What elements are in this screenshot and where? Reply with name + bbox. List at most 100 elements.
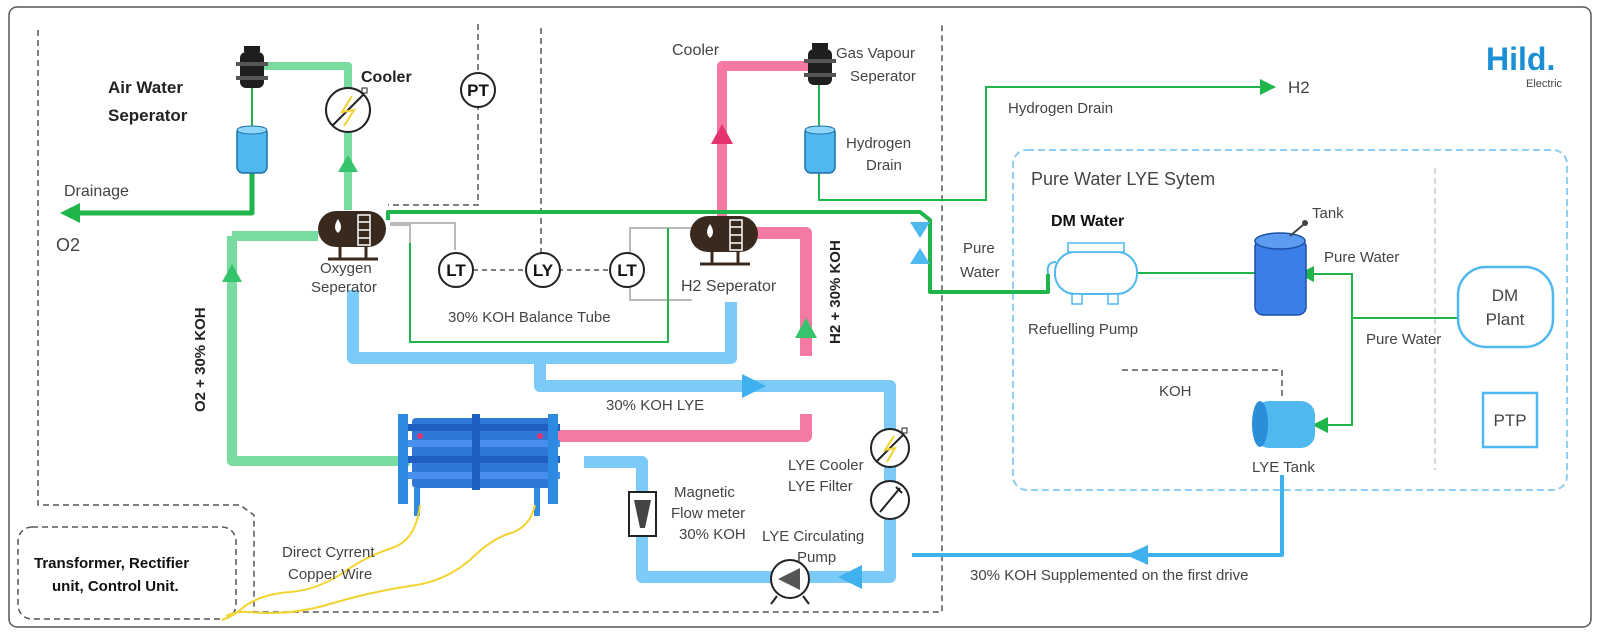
magnetic-flow-label: Magnetic xyxy=(674,484,735,501)
pure-water-feed-line xyxy=(386,210,1050,294)
lye-circulating-label-2: Pump xyxy=(797,549,836,566)
hydrogen-up-arrow xyxy=(711,124,733,144)
lye-tank-icon xyxy=(1252,401,1315,448)
lye-pipe-top xyxy=(347,290,737,364)
pure-water-tank-icon xyxy=(1254,220,1308,316)
magnetic-flow-label-2: Flow meter xyxy=(671,505,745,522)
ptp-box[interactable] xyxy=(1481,391,1539,449)
oxygen-up-arrow xyxy=(222,264,242,282)
air-water-separator-label-2: Seperator xyxy=(108,106,188,125)
outer-frame xyxy=(8,6,1592,628)
gas-vapour-separator-icon xyxy=(804,43,836,85)
pure-water-left-label: Pure xyxy=(963,240,995,257)
air-water-separator-label: Air Water xyxy=(108,78,183,97)
lye-cooler-icon xyxy=(870,427,910,468)
koh-supplement-arrow xyxy=(1126,545,1148,565)
h2-separator-label: H2 Seperator xyxy=(681,278,777,295)
pure-water-system-title: Pure Water LYE Sytem xyxy=(1031,169,1215,189)
pure-water-plant-label: Pure Water xyxy=(1366,331,1441,348)
dc-wire-label-2: Copper Wire xyxy=(288,566,372,583)
brand-logo-sub: Electric xyxy=(1526,78,1563,90)
h2-koh-label: H2 + 30% KOH xyxy=(827,240,844,344)
o2-label: O2 xyxy=(56,235,80,255)
hydrogen-drain-label-2: Drain xyxy=(866,157,902,174)
drainage-label: Drainage xyxy=(64,183,129,200)
koh-label: KOH xyxy=(1159,383,1192,400)
hydrogen-drain-label: Hydrogen xyxy=(846,135,911,152)
hydrogen-drain-tank-icon xyxy=(804,125,836,174)
lt-right-instrument: LT xyxy=(609,252,645,288)
electrolyzer-stack-icon xyxy=(398,414,560,516)
magnetic-flow-label-3: 30% KOH xyxy=(679,526,746,543)
lye-circulating-label: LYE Circulating xyxy=(762,528,864,545)
air-water-separator-icon xyxy=(236,46,268,88)
hydrogen-green-arrow xyxy=(795,318,817,338)
tank-label: Tank xyxy=(1312,205,1344,222)
grey-balance-lt-left xyxy=(390,222,456,250)
pt-label: PT xyxy=(467,81,489,100)
oxygen-separator-label-2: Seperator xyxy=(311,279,377,296)
brand-logo: Hild. xyxy=(1486,41,1555,77)
air-drain-tank-icon xyxy=(236,125,268,174)
oxygen-separator-icon xyxy=(318,211,386,261)
grey-balance-left xyxy=(390,224,411,243)
pure-water-tank-label: Pure Water xyxy=(1324,249,1399,266)
ptp-label: PTP xyxy=(1493,411,1526,430)
hydrogen-pipe-lower xyxy=(552,414,812,442)
dm-plant-box[interactable] xyxy=(1456,265,1555,349)
pure-water-lye-system-box xyxy=(1012,149,1568,491)
lt-left-instrument: LT xyxy=(438,252,474,288)
koh-dashed-line xyxy=(1122,369,1283,400)
transformer-box xyxy=(17,526,237,620)
ly-label: LY xyxy=(533,261,554,280)
h2-out-label: H2 xyxy=(1288,78,1310,97)
oxygen-cooler-label: Cooler xyxy=(361,69,412,86)
lye-cooler-label: LYE Cooler xyxy=(788,457,864,474)
lt-right-label: LT xyxy=(617,261,637,280)
gas-vapour-label-2: Seperator xyxy=(850,68,916,85)
copper-wire-left xyxy=(221,504,421,621)
hydrogen-cooler-label: Cooler xyxy=(672,42,720,59)
koh-lye-label: 30% KOH LYE xyxy=(606,397,704,414)
drainage-arrow xyxy=(60,203,80,223)
plant-to-lye-tank-line xyxy=(1312,318,1353,433)
dm-plant-label: DM xyxy=(1492,286,1518,305)
green-balance-tube xyxy=(409,228,669,343)
hydrogen-drain-out-line xyxy=(818,79,1276,201)
balance-tube-label: 30% KOH Balance Tube xyxy=(448,309,611,326)
dm-plant-label-2: Plant xyxy=(1486,310,1525,329)
pure-water-left-label-2: Water xyxy=(960,264,999,281)
oxygen-cooler-icon xyxy=(325,87,371,133)
transformer-label-2: unit, Control Unit. xyxy=(52,578,179,595)
hydrogen-pipe-down xyxy=(752,227,812,356)
lye-pipe-middle xyxy=(534,364,896,583)
pt-zone-border xyxy=(388,24,479,206)
lye-filter-label: LYE Filter xyxy=(788,478,853,495)
pt-instrument: PT xyxy=(460,72,496,108)
electrolyzer-zone-border xyxy=(37,24,943,613)
refuelling-pump-icon[interactable] xyxy=(1046,242,1138,305)
hydrogen-pipe-up xyxy=(717,61,810,218)
oxygen-separator-label: Oxygen xyxy=(320,260,372,277)
plant-to-tank-line xyxy=(1298,266,1458,319)
lye-filter-icon xyxy=(870,480,910,520)
lye-left-arrow xyxy=(838,565,862,589)
lye-circulating-pump-icon[interactable] xyxy=(770,559,810,605)
drainage-line xyxy=(75,160,255,216)
gas-vapour-label: Gas Vapour xyxy=(836,45,915,62)
dc-wire-label: Direct Cyrrent xyxy=(282,544,375,561)
hydrogen-drain-top-label: Hydrogen Drain xyxy=(1008,100,1113,117)
koh-supplement-pipe xyxy=(912,475,1284,557)
o2-koh-label: O2 + 30% KOH xyxy=(192,307,209,412)
lye-tank-label: LYE Tank xyxy=(1252,459,1315,476)
lye-right-arrow xyxy=(742,374,766,398)
copper-wire-right xyxy=(225,504,536,617)
koh-supplemented-label: 30% KOH Supplemented on the first drive xyxy=(970,567,1248,584)
refuelling-pump-label: Refuelling Pump xyxy=(1028,321,1138,338)
transformer-label: Transformer, Rectifier xyxy=(34,555,189,572)
water-valve-icon[interactable] xyxy=(910,222,930,264)
oxygen-pipe xyxy=(227,236,410,466)
oxygen-cooler-arrow xyxy=(338,155,358,172)
lt-left-label: LT xyxy=(446,261,466,280)
